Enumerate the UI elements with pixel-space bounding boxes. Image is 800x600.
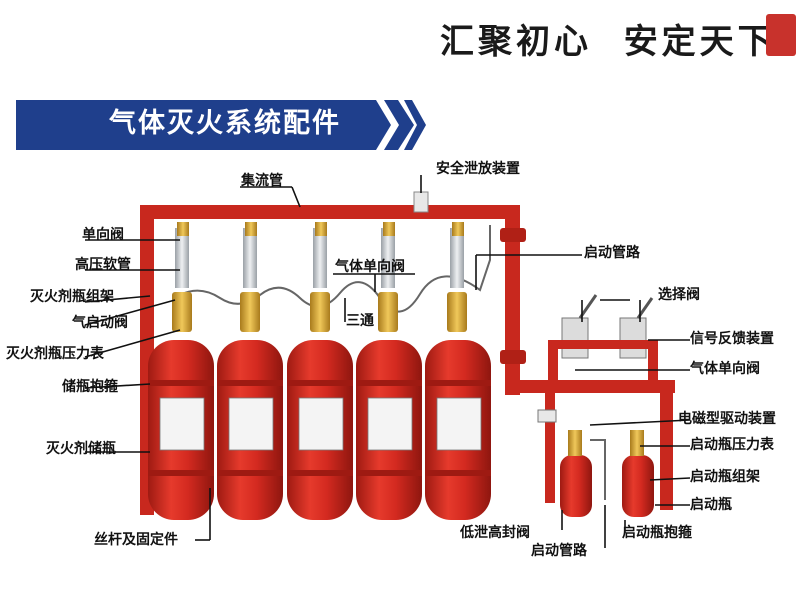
leader-lines	[84, 175, 691, 548]
start-cylinders	[537, 409, 654, 517]
label-tee: 三通	[346, 313, 374, 329]
label-solenoid-driver: 电磁型驱动装置	[678, 411, 776, 427]
label-start-strap: 启动瓶抱箍	[622, 525, 692, 541]
slogan-right: 安定天下	[623, 22, 776, 62]
label-start-pipe-top: 启动管路	[584, 245, 640, 261]
slogan-left: 汇聚初心	[440, 22, 592, 62]
label-screw-rod: 丝杆及固定件	[94, 532, 178, 548]
label-start-gauge: 启动瓶压力表	[690, 437, 774, 453]
safety-relief-device	[413, 191, 429, 213]
seal-logo	[766, 14, 796, 56]
agent-cylinder	[287, 222, 353, 520]
label-gas-check-valve-right: 气体单向阀	[690, 361, 760, 377]
page-title: 气体灭火系统配件	[109, 108, 341, 139]
label-agent-rack: 灭火剂瓶组架	[30, 289, 114, 305]
label-start-cylinder: 启动瓶	[690, 497, 732, 513]
label-selector-valve: 选择阀	[658, 287, 700, 303]
label-safety-relief: 安全泄放装置	[436, 161, 520, 177]
label-check-valve: 单向阀	[82, 227, 124, 243]
label-cylinder-strap: 储瓶抱箍	[62, 379, 118, 395]
title-banner	[16, 100, 426, 150]
label-start-pipe-bottom: 启动管路	[531, 543, 587, 559]
label-agent-cylinder: 灭火剂储瓶	[46, 441, 116, 457]
label-feedback-device: 信号反馈装置	[690, 331, 774, 347]
label-gas-check-valve-top: 气体单向阀	[335, 259, 405, 275]
agent-cylinders	[148, 222, 491, 520]
agent-cylinder	[217, 222, 283, 520]
label-low-leak-valve: 低泄高封阀	[460, 525, 530, 541]
slogan: 汇聚初心 安定天下	[440, 14, 776, 63]
label-agent-gauge: 灭火剂瓶压力表	[6, 346, 104, 362]
label-manifold: 集流管	[241, 173, 283, 189]
agent-cylinder	[356, 222, 422, 520]
label-high-pressure-hose: 高压软管	[75, 257, 131, 273]
selector-valves	[548, 294, 658, 385]
agent-cylinder	[148, 222, 214, 520]
agent-cylinder	[425, 222, 491, 520]
label-pneumatic-valve: 气启动阀	[72, 315, 128, 331]
label-start-rack: 启动瓶组架	[690, 469, 760, 485]
